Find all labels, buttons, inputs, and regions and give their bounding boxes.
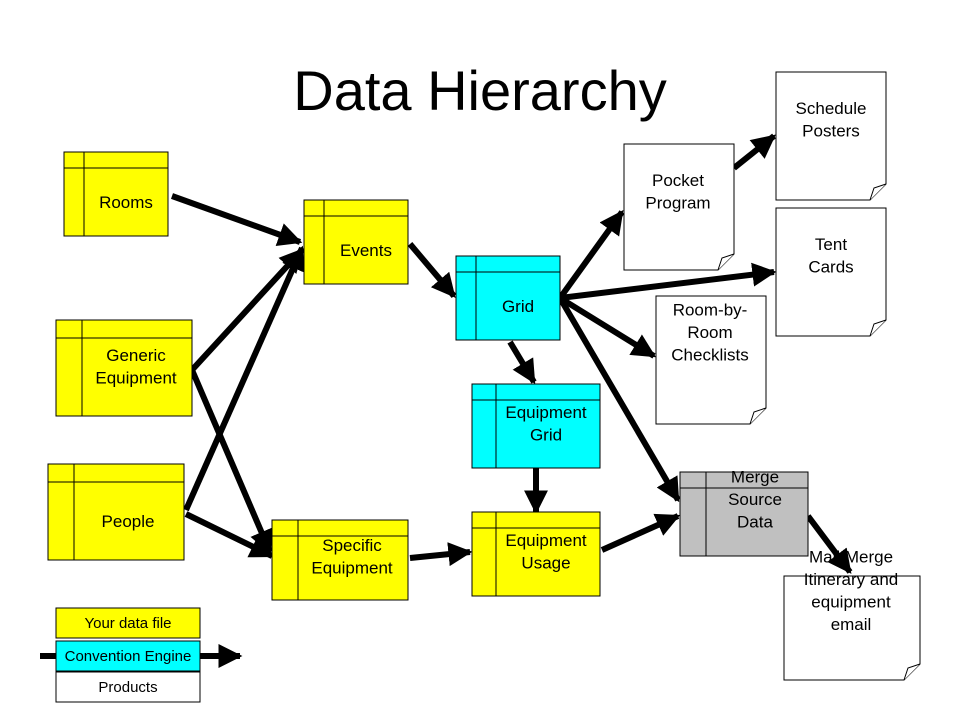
node-label-line: Schedule [796, 99, 867, 118]
arrow-grid-checklists [558, 295, 657, 359]
node-label-line: Equipment [505, 531, 587, 550]
arrow-pocket-posters [732, 133, 776, 171]
node-label: People [102, 512, 155, 531]
node-label-line: Data [737, 513, 773, 532]
node-label-line: Equipment [505, 403, 587, 422]
legend-label-engine: Convention Engine [65, 648, 192, 665]
arrow-generic-events [189, 247, 305, 373]
arrow-people-specific [184, 511, 275, 559]
legend-label-data-file: Your data file [84, 615, 171, 632]
node-label-line: Room [687, 323, 732, 342]
legend-item-engine: Convention Engine [55, 640, 201, 672]
node-label-line: Usage [521, 553, 570, 572]
legend-item-products: Products [55, 671, 201, 703]
arrow-grid-tent [559, 262, 777, 301]
arrow-usage-merge [600, 513, 681, 553]
node-label-line: Equipment [311, 558, 393, 577]
node-label-line: Posters [802, 121, 860, 140]
node-label-line: equipment [811, 592, 891, 611]
arrow-events-grid [407, 242, 457, 298]
arrow-people-events [183, 245, 305, 512]
node-label-line: Source [728, 490, 782, 509]
arrow-grid-merge [557, 296, 681, 503]
node-label-line: Pocket [652, 171, 704, 190]
node-label-line: Specific [322, 536, 382, 555]
node-label-line: Rooms [99, 193, 153, 212]
arrow-grid-equipgrid [507, 340, 537, 385]
node-label-line: Checklists [671, 346, 748, 365]
node-events: Events [303, 199, 409, 285]
arrow-merge-mailmerge [805, 514, 853, 574]
node-label: Grid [502, 297, 534, 316]
node-label-line: Grid [502, 297, 534, 316]
node-label-line: Cards [808, 257, 853, 276]
node-label-line: Merge [731, 468, 779, 487]
legend-label-products: Products [98, 679, 157, 696]
arrow-grid-pocket [557, 210, 625, 300]
node-label-line: email [831, 615, 872, 634]
node-people: People [47, 463, 185, 561]
node-label-line: Room-by- [673, 301, 748, 320]
node-label-line: Tent [815, 235, 847, 254]
arrow-generic-specific [189, 368, 273, 555]
node-rooms: Rooms [63, 151, 169, 237]
node-label-line: Mail Merge [809, 547, 893, 566]
legend-item-data-file: Your data file [55, 607, 201, 639]
node-label-line: Events [340, 241, 392, 260]
node-label-line: Grid [530, 425, 562, 444]
node-label-line: Itinerary and [804, 570, 899, 589]
node-label-line: Equipment [95, 368, 177, 387]
node-label-line: People [102, 512, 155, 531]
node-label: Rooms [99, 193, 153, 212]
arrow-specific-usage [409, 542, 473, 567]
node-label-line: Program [645, 193, 710, 212]
legend: Your data file Convention Engine Product… [55, 607, 201, 703]
page-title: Data Hierarchy [293, 59, 666, 122]
node-label: Events [340, 241, 392, 260]
arrow-rooms-events [170, 193, 303, 246]
node-grid: Grid [455, 255, 561, 341]
node-label-line: Generic [106, 346, 166, 365]
